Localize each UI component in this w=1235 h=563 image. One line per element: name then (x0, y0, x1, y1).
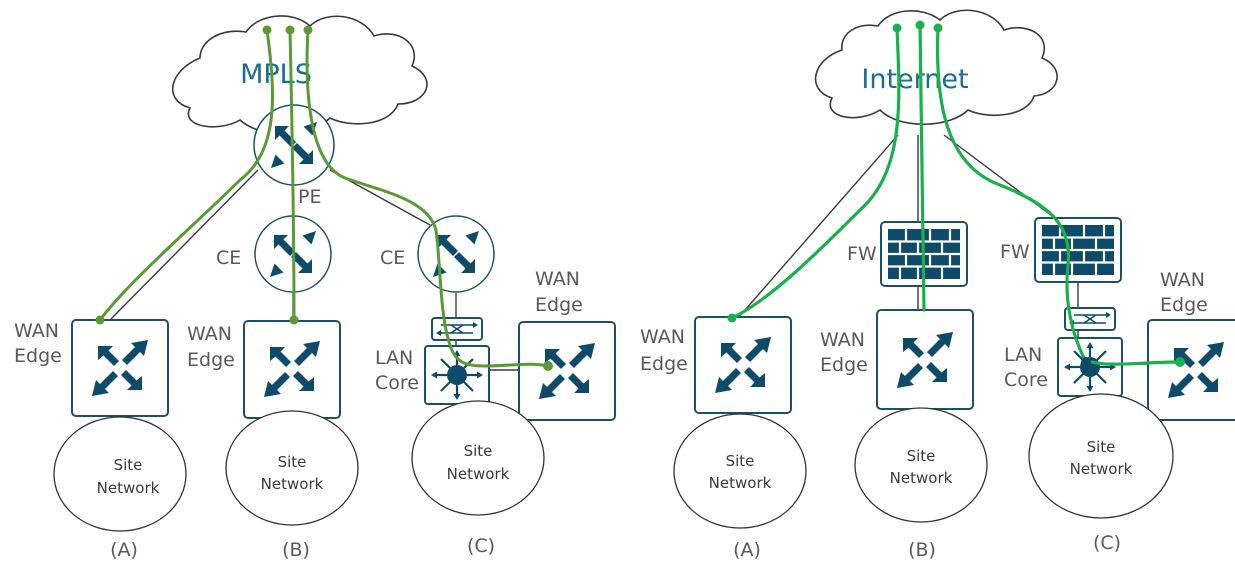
svg-text:Site: Site (1087, 438, 1116, 456)
firewall-c-icon (1033, 216, 1123, 284)
caption-internet-b: (B) (908, 539, 936, 561)
wan-edge-b-line1: WAN (187, 323, 232, 345)
site-network-b: Site Network (854, 407, 988, 523)
wan-edge-b-icon (876, 309, 974, 410)
svg-text:Network: Network (97, 479, 160, 497)
wan-edge-a-line2: Edge (640, 353, 688, 375)
wire-pe-a (109, 169, 259, 321)
svg-text:Network: Network (261, 475, 324, 493)
switch-c-icon (431, 317, 483, 341)
caption-mpls-b: (B) (282, 539, 310, 561)
wan-edge-b-line2: Edge (820, 354, 868, 376)
caption-internet-c: (C) (1093, 532, 1121, 554)
wire-inet-a (737, 134, 899, 319)
site-network-a: Site Network (673, 413, 807, 529)
svg-text:Site: Site (726, 452, 755, 470)
wan-edge-c-line2: Edge (1160, 294, 1208, 316)
mpls-cloud-label: MPLS (240, 59, 312, 90)
svg-text:Network: Network (1070, 460, 1133, 478)
svg-text:Network: Network (890, 469, 953, 487)
wan-edge-c-line1: WAN (1160, 269, 1205, 291)
caption-mpls-a: (A) (110, 539, 138, 561)
site-network-b: Site Network (225, 410, 359, 526)
internet-path-a (730, 26, 901, 320)
caption-internet-a: (A) (733, 539, 761, 561)
lan-core-c-line1: LAN (1004, 344, 1042, 366)
internet-cloud-label: Internet (861, 64, 968, 95)
site-network-a: Site Network (53, 416, 187, 532)
fw-label-c: FW (1000, 241, 1030, 263)
mpls-path-b (288, 28, 296, 322)
internet-path-b (918, 23, 926, 312)
wan-edge-a-icon (694, 316, 792, 414)
svg-text:Site: Site (907, 447, 936, 465)
lan-core-c-line2: Core (375, 372, 419, 394)
wan-edge-b-line1: WAN (820, 329, 865, 351)
lan-core-c-line1: LAN (375, 347, 413, 369)
svg-text:Network: Network (447, 465, 510, 483)
svg-text:Site: Site (278, 453, 307, 471)
wan-edge-a-line2: Edge (14, 345, 62, 367)
mpls-cloud-icon (171, 15, 428, 135)
lan-core-c-icon (423, 344, 491, 406)
lan-core-c-line2: Core (1004, 369, 1048, 391)
wan-edge-c-icon (1147, 319, 1235, 421)
ce-label-b: CE (216, 247, 241, 269)
mpls-path-c (305, 28, 550, 368)
ce-label-c: CE (380, 247, 405, 269)
lan-core-c-icon (1056, 336, 1124, 398)
wan-edge-c-line1: WAN (535, 268, 580, 290)
mpls-path-a (98, 28, 275, 322)
ce-router-c-icon (417, 215, 495, 293)
caption-mpls-c: (C) (467, 535, 495, 557)
site-network-c: Site Network (411, 400, 545, 516)
internet-diagram: Internet FW FW WAN Edge WAN Edge (640, 9, 1235, 561)
pe-label: PE (298, 186, 321, 208)
wan-edge-a-line1: WAN (14, 320, 59, 342)
svg-text:Site: Site (464, 442, 493, 460)
wan-edge-c-line2: Edge (535, 294, 583, 316)
internet-path-c (935, 26, 1182, 366)
wan-edge-c-icon (518, 321, 616, 421)
wan-edge-a-line1: WAN (640, 326, 685, 348)
svg-text:Site: Site (114, 456, 143, 474)
fw-label-b: FW (847, 243, 877, 265)
svg-text:Network: Network (709, 474, 772, 492)
wan-edge-a-icon (71, 319, 169, 417)
mpls-diagram: MPLS PE CE CE (14, 15, 616, 561)
wan-edge-b-icon (243, 320, 341, 419)
site-network-c: Site Network (1028, 393, 1174, 519)
wan-edge-b-line2: Edge (187, 349, 235, 371)
